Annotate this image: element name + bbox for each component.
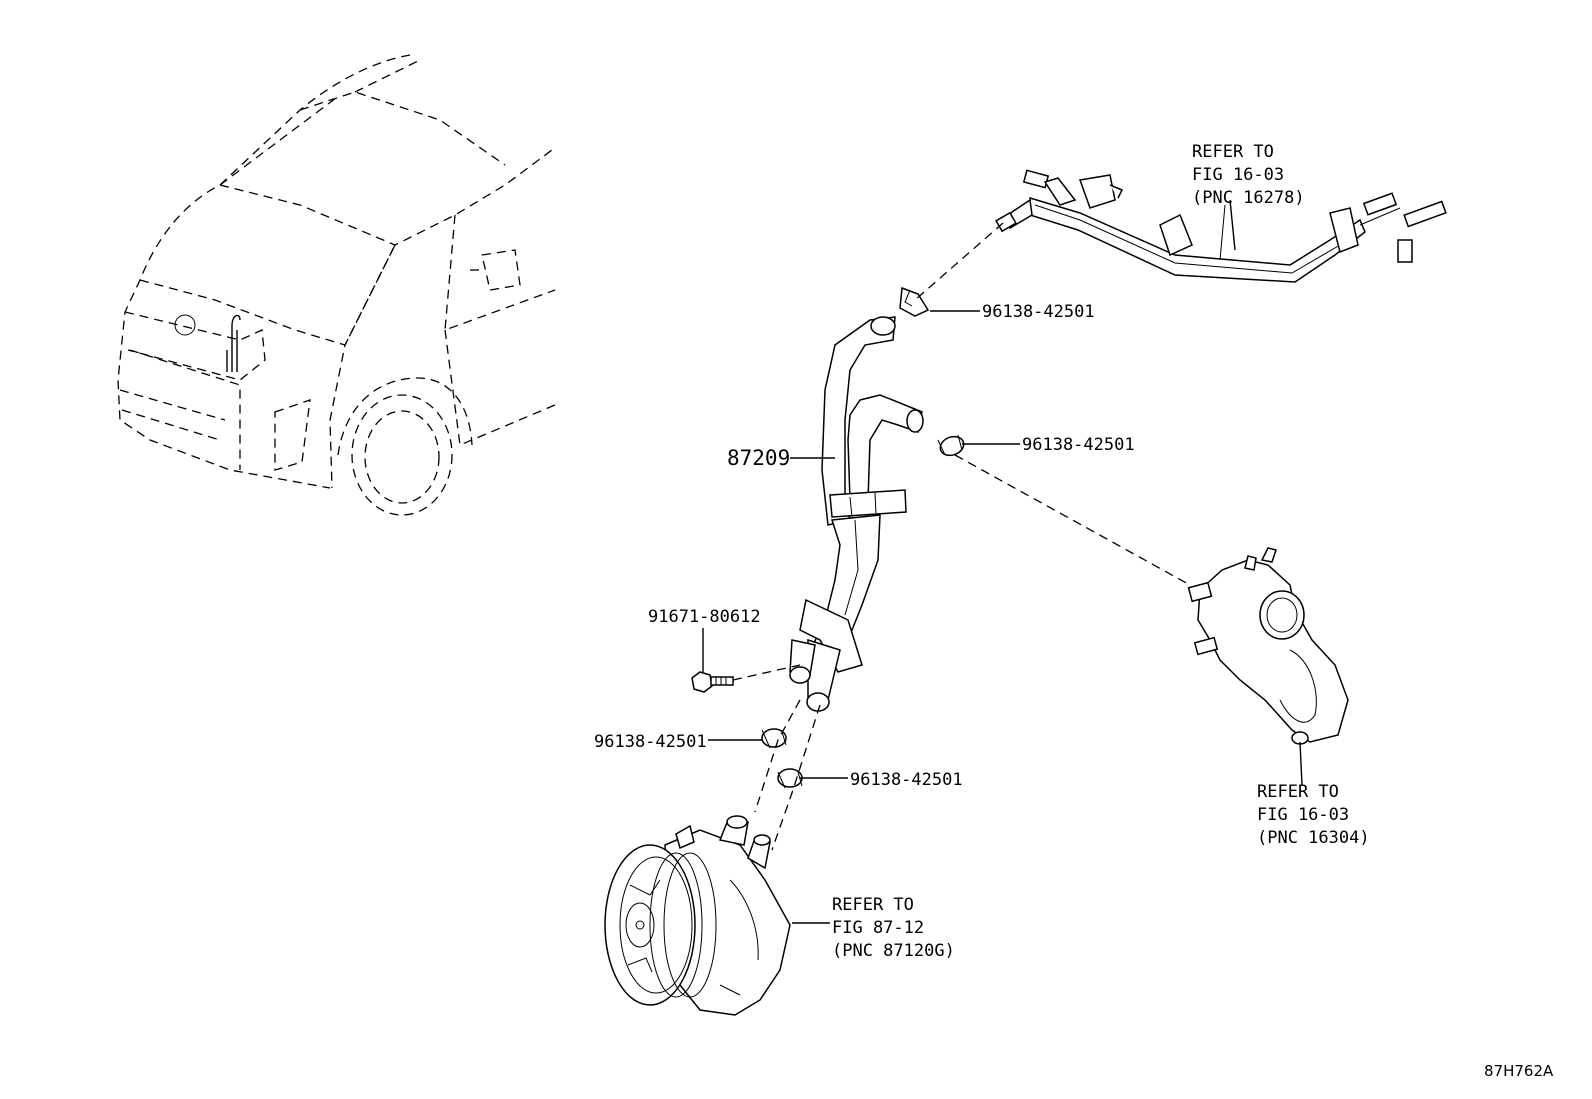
ref-pipe: REFER TO FIG 16-03 (PNC 16278) xyxy=(1192,142,1305,208)
ref-thermostat-line3: (PNC 16304) xyxy=(1257,828,1370,848)
ref-pipe-line1: REFER TO xyxy=(1192,142,1274,162)
callout-bolt: 91671-80612 xyxy=(648,607,761,627)
callout-clip-mid: 96138-42501 xyxy=(1022,435,1135,455)
hose-clamp-icon xyxy=(777,768,803,789)
vacuum-pump-icon xyxy=(604,815,791,1016)
callout-hose: 87209 xyxy=(727,446,790,470)
leader-lines xyxy=(702,199,1303,924)
ref-vacuum-pump-line1: REFER TO xyxy=(832,895,914,915)
ref-thermostat-line2: FIG 16-03 xyxy=(1257,805,1349,825)
callout-clip-top: 96138-42501 xyxy=(982,302,1095,322)
vehicle-outline-icon xyxy=(117,54,556,516)
ref-vacuum-pump: REFER TO FIG 87-12 (PNC 87120G) xyxy=(832,895,955,961)
water-pipe-icon xyxy=(995,169,1447,283)
ref-thermostat: REFER TO FIG 16-03 (PNC 16304) xyxy=(1257,782,1370,848)
hose-assembly-icon xyxy=(789,316,924,712)
ref-thermostat-line1: REFER TO xyxy=(1257,782,1339,802)
ref-pipe-line3: (PNC 16278) xyxy=(1192,188,1305,208)
thermostat-housing-icon xyxy=(1187,547,1349,745)
callout-clip-low-right: 96138-42501 xyxy=(850,770,963,790)
guide-lines xyxy=(732,222,1191,851)
bolt-icon xyxy=(691,671,734,693)
ref-vacuum-pump-line3: (PNC 87120G) xyxy=(832,941,955,961)
hose-clamp-icon xyxy=(761,728,787,749)
ref-vacuum-pump-line2: FIG 87-12 xyxy=(832,918,924,938)
hose-clamp-icon xyxy=(937,434,965,457)
ref-pipe-line2: FIG 16-03 xyxy=(1192,165,1284,185)
hose-clamp-icon xyxy=(899,286,930,317)
diagram-code: 87H762A xyxy=(1484,1062,1554,1080)
callout-clip-low-left: 96138-42501 xyxy=(594,732,707,752)
